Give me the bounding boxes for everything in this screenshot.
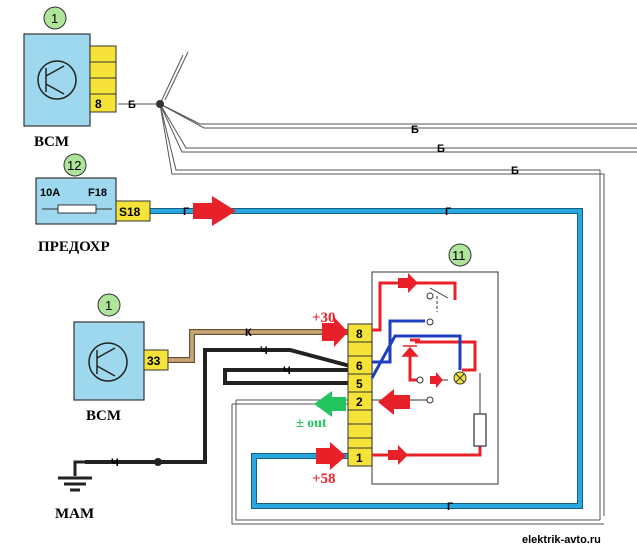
plus30-label: +30 — [312, 310, 336, 326]
relay-pin-8: 8 — [356, 327, 363, 341]
bcm-top-pin: 8 — [95, 97, 102, 111]
relay-switch-contact — [426, 292, 434, 300]
bcm-bottom-pin: 33 — [147, 354, 161, 368]
wire-label-k: К — [245, 327, 252, 339]
transistor-icon — [37, 60, 77, 100]
fuse-rating: 10A — [40, 187, 60, 199]
bcm-bottom-number-circle — [97, 293, 121, 317]
ground-label: МАМ — [55, 506, 94, 522]
wire-label-g: Г — [445, 206, 452, 218]
wire-label-ch: Ч — [283, 365, 291, 377]
internal-arrow — [398, 273, 418, 293]
harness-junction — [156, 100, 164, 108]
out-label: ± out — [296, 416, 327, 431]
bcm-top-connector — [89, 45, 117, 113]
bcm-top-number: 1 — [51, 11, 58, 26]
bcm-top: 8 1 ВСМ — [23, 6, 117, 150]
plus58-label: +58 — [312, 471, 336, 487]
relay-contact — [426, 318, 434, 326]
fuse-pin: S18 — [119, 205, 141, 219]
fuse-body — [35, 177, 117, 225]
fuse-number: 12 — [67, 158, 81, 173]
transistor-icon-leads — [96, 347, 116, 377]
red-arrow-fuse — [193, 196, 236, 226]
relay-navy-wiring — [370, 319, 462, 379]
bcm-bottom: 33 1 ВСМ — [73, 293, 169, 424]
relay-connector — [347, 323, 373, 467]
red-arrow-pin8 — [322, 317, 348, 347]
wire-label-b: Б — [511, 165, 519, 177]
black-wires-ch — [85, 348, 351, 464]
transistor-icon — [88, 342, 128, 382]
tan-wire-k — [168, 329, 350, 363]
relay-contact — [426, 396, 434, 404]
ground-symbol — [58, 460, 92, 492]
wire-label-ch: Ч — [260, 345, 268, 357]
green-arrow-out — [314, 391, 346, 417]
bcm-bottom-number: 1 — [105, 298, 112, 313]
bcm-bottom-body — [73, 321, 145, 401]
relay-number: 11 — [452, 248, 466, 263]
relay-pin-1: 1 — [356, 451, 363, 465]
fuse-connector — [115, 200, 151, 222]
internal-arrow — [388, 445, 408, 465]
relay-pin-5: 5 — [356, 377, 363, 391]
wire-label-b: Б — [128, 99, 136, 111]
wire-label-b: Б — [437, 143, 445, 155]
bcm-bottom-connector — [143, 349, 169, 371]
red-arrow-pin2 — [378, 389, 410, 415]
relay-coil-resistor — [473, 413, 487, 447]
wire-label-b: Б — [411, 124, 419, 136]
relay-frame — [371, 271, 499, 485]
wire-label-ch: Ч — [111, 457, 119, 469]
relay-contact — [416, 376, 424, 384]
bcm-top-body — [23, 33, 91, 127]
blue-wire-g — [147, 208, 583, 509]
bcm-top-label: ВСМ — [34, 134, 69, 150]
bcm-top-number-circle — [43, 6, 67, 30]
fuse-number-circle — [63, 153, 87, 177]
relay-module: 11 8 6 5 2 1 — [347, 243, 499, 485]
relay-pin-6: 6 — [356, 359, 363, 373]
site-credit: elektrik-avto.ru — [522, 534, 601, 546]
relay-pin-2: 2 — [356, 395, 363, 409]
relay-number-circle — [448, 243, 472, 267]
red-arrow-pin1 — [316, 442, 346, 470]
white-harness — [118, 51, 637, 525]
wire-label-g: Г — [183, 206, 190, 218]
internal-arrow — [430, 372, 443, 388]
fuse-id: F18 — [88, 187, 107, 199]
fuse-component: 10A F18 S18 12 ПРЕДОХР — [35, 153, 151, 255]
diode-icon — [401, 345, 419, 357]
bcm-bottom-label: ВСМ — [86, 408, 121, 424]
wire-label-g: Г — [447, 501, 454, 513]
transistor-icon-leads — [45, 65, 65, 95]
black-wire-junction — [154, 458, 162, 466]
fuse-label: ПРЕДОХР — [38, 239, 110, 255]
fuse-element-icon — [57, 204, 97, 214]
